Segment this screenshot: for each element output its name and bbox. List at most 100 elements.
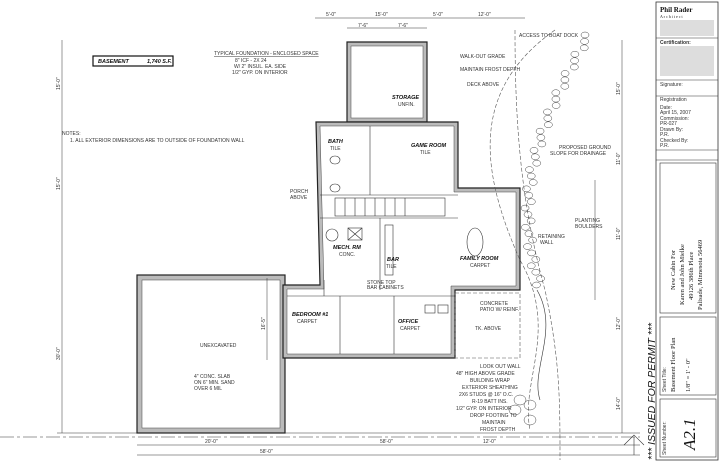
svg-text:April 15, 2007: April 15, 2007: [660, 110, 691, 116]
svg-text:LOOK OUT WALL: LOOK OUT WALL: [480, 364, 521, 370]
boulder: [531, 153, 540, 161]
svg-text:Karen and John Mielke: Karen and John Mielke: [679, 244, 686, 305]
dim-right-2: 11'-0": [616, 152, 622, 165]
svg-text:FROST DEPTH: FROST DEPTH: [480, 427, 516, 433]
sheet-number: A2.1: [680, 418, 699, 451]
boulder: [532, 281, 541, 289]
dim-right-5: 14'-0": [616, 397, 622, 410]
sheet-title: Basement Floor Plan: [670, 337, 677, 392]
boulder: [551, 95, 561, 103]
stairs: [334, 197, 446, 217]
svg-text:UNFIN.: UNFIN.: [398, 102, 415, 108]
dim-bottom-2: 58'-0": [380, 439, 393, 445]
boulder: [524, 230, 534, 237]
svg-text:48" HIGH ABOVE GRADE: 48" HIGH ABOVE GRADE: [456, 371, 515, 377]
svg-text:RETAINING: RETAINING: [538, 234, 565, 240]
svg-text:PLANTING: PLANTING: [575, 218, 600, 224]
room-bedroom-1: BEDROOM #1: [292, 312, 328, 318]
svg-text:CARPET: CARPET: [470, 263, 490, 269]
svg-text:TK. ABOVE: TK. ABOVE: [475, 326, 502, 332]
svg-text:Checked By:: Checked By:: [660, 138, 688, 144]
svg-text:PROPOSED GROUND: PROPOSED GROUND: [559, 145, 611, 151]
svg-text:New Cabin For: New Cabin For: [670, 249, 677, 290]
svg-text:BOULDERS: BOULDERS: [575, 224, 603, 230]
boulder: [521, 224, 530, 231]
dim-right-1: 15'-0": [616, 82, 622, 95]
svg-text:STONE TOP: STONE TOP: [367, 280, 396, 286]
project-info: New Cabin For Karen and John Mielke 4912…: [670, 240, 704, 310]
boulder: [551, 89, 561, 96]
dim-top-2: 15'-0": [375, 12, 388, 18]
dim-top-3: 5'-0": [433, 12, 443, 18]
boulder: [570, 57, 579, 64]
svg-text:BUILDING WRAP: BUILDING WRAP: [470, 378, 511, 384]
area-box: [92, 55, 174, 67]
foundation-walls: [282, 41, 521, 359]
dim-bottom-overall: 58'-0": [260, 449, 273, 455]
dim-bottom-3: 12'-0": [483, 439, 496, 445]
svg-text:MAINTAIN: MAINTAIN: [482, 420, 506, 426]
dim-left-1: 15'-0": [56, 77, 62, 90]
boulder: [508, 404, 522, 416]
svg-text:Certification:: Certification:: [660, 40, 691, 46]
svg-text:PATIO W/ REINF.: PATIO W/ REINF.: [480, 307, 519, 313]
boulder: [579, 44, 589, 52]
boulder: [551, 102, 561, 109]
svg-text:WALL: WALL: [540, 240, 554, 246]
boulder: [525, 166, 534, 173]
firm-subtitle: A r c h i t e c t: [660, 14, 684, 19]
dim-left-2: 15'-0": [56, 177, 62, 190]
svg-text:CONCRETE: CONCRETE: [480, 301, 509, 307]
boulder: [528, 236, 537, 244]
dim-bottom-1: 20'-0": [205, 439, 218, 445]
boulder: [543, 115, 553, 122]
room-bath: BATH: [328, 139, 344, 145]
boulder: [560, 83, 570, 90]
svg-text:2X6 STUDS @ 16" O.C.: 2X6 STUDS @ 16" O.C.: [459, 392, 513, 398]
boulder: [527, 198, 536, 205]
fixtures: [325, 155, 484, 314]
dim-left-3: 30'-0": [56, 347, 62, 360]
svg-text:CARPET: CARPET: [297, 319, 317, 325]
svg-text:Signature:: Signature:: [660, 82, 683, 88]
svg-text:CONC.: CONC.: [339, 252, 355, 258]
room-mech: MECH. RM: [333, 245, 361, 251]
boulder: [523, 243, 532, 250]
boulder: [524, 192, 534, 199]
svg-text:DECK ABOVE: DECK ABOVE: [467, 82, 500, 88]
svg-text:Commission:: Commission:: [660, 116, 689, 122]
room-bar: BAR: [387, 257, 399, 263]
svg-text:R-19 BATT INS.: R-19 BATT INS.: [472, 399, 508, 405]
boulder: [560, 70, 570, 77]
svg-text:Drawn By:: Drawn By:: [660, 127, 683, 133]
svg-text:P.R.: P.R.: [660, 132, 669, 138]
svg-text:1/2" GYP. ON INTERIOR: 1/2" GYP. ON INTERIOR: [232, 70, 288, 76]
notes-title: NOTES:: [62, 131, 81, 137]
room-storage: STORAGE: [392, 95, 419, 101]
dim-top-4: 12'-0": [478, 12, 491, 18]
svg-text:8" ICF - 2X 24: 8" ICF - 2X 24: [235, 58, 267, 64]
title-block: Phil Rader A r c h i t e c t Certificati…: [646, 1, 719, 461]
boulder: [535, 127, 545, 135]
svg-text:ABOVE: ABOVE: [290, 195, 308, 201]
boulder: [531, 268, 541, 276]
north-arrow: [623, 434, 645, 455]
svg-text:EXTERIOR SHEATHING: EXTERIOR SHEATHING: [462, 385, 518, 391]
svg-text:Palisade, Minnesota 56469: Palisade, Minnesota 56469: [697, 240, 704, 310]
boulder: [570, 50, 580, 58]
boulder: [522, 185, 531, 193]
svg-text:ACCESS TO BOAT DOCK: ACCESS TO BOAT DOCK: [519, 33, 579, 39]
svg-text:DROP FOOTING TO: DROP FOOTING TO: [470, 413, 517, 419]
boulder: [580, 38, 589, 45]
dim-top-6: 7'-6": [398, 23, 408, 29]
svg-text:TILE: TILE: [330, 146, 341, 152]
site-grading: [489, 29, 561, 461]
boulder: [523, 399, 537, 411]
boulder: [529, 147, 539, 154]
svg-text:BAR CABINETS: BAR CABINETS: [367, 285, 404, 291]
boulder: [531, 256, 541, 263]
boulder: [544, 121, 553, 128]
scale: 1/8" = 1' - 0": [685, 358, 692, 392]
unexcavated-label: UNEXCAVATED: [200, 343, 237, 349]
